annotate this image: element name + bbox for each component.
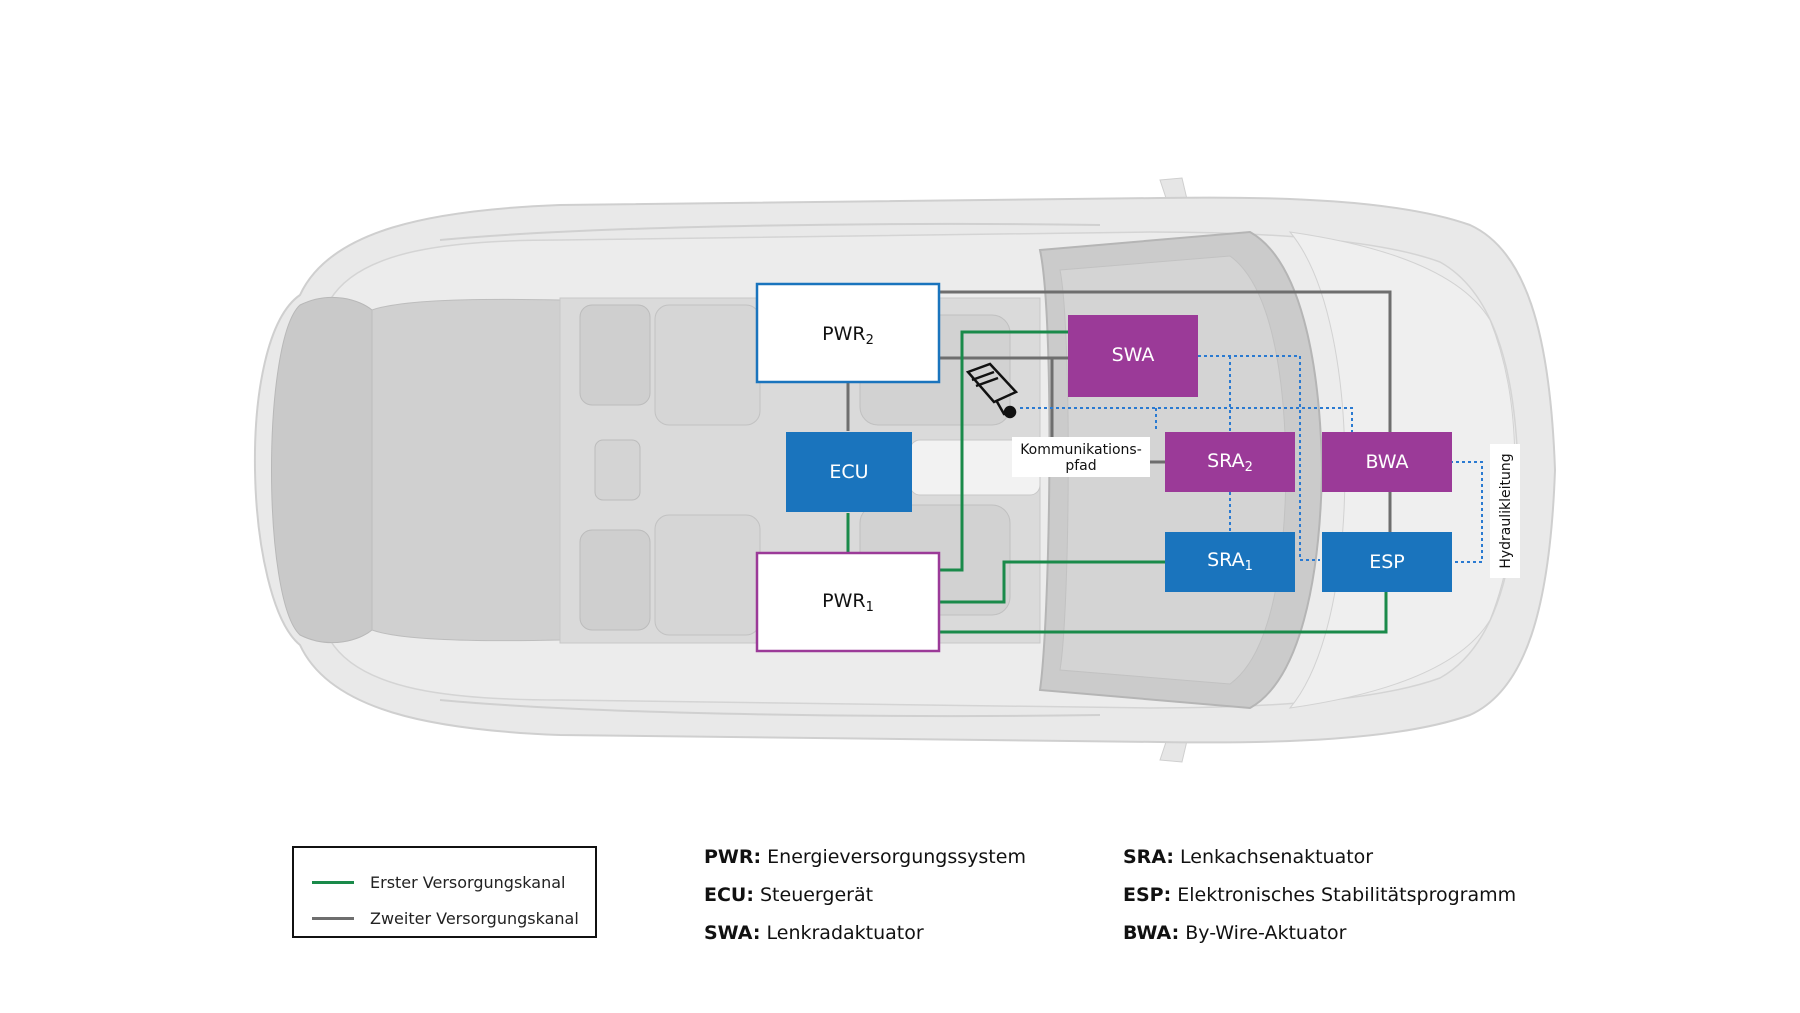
hydraulic-line-label: Hydraulikleitung <box>1490 444 1520 578</box>
abbreviation-text: Steuergerät <box>760 884 874 906</box>
abbreviation-swa: SWA: Lenkradaktuator <box>704 922 1026 960</box>
svg-text:PWR1: PWR1 <box>822 590 874 615</box>
abbreviation-text: By-Wire-Aktuator <box>1185 922 1347 944</box>
pwr2-box: PWR2 <box>755 282 941 384</box>
legend: Erster Versorgungskanal Zweiter Versorgu… <box>292 846 597 938</box>
abbreviations-column-2: SRA: Lenkachsenaktuator ESP: Elektronisc… <box>1123 846 1516 960</box>
sra2-box: SRA2 <box>1165 432 1295 492</box>
pwr1-label: PWR <box>822 590 865 612</box>
sra1-subscript: 1 <box>1245 559 1253 574</box>
abbreviation-ecu: ECU: Steuergerät <box>704 884 1026 922</box>
legend-first-label: Erster Versorgungskanal <box>370 872 566 892</box>
swa-box: SWA <box>1068 315 1198 397</box>
abbreviation-text: Elektronisches Stabilitätsprogramm <box>1177 884 1517 906</box>
ecu-box: ECU <box>786 432 912 512</box>
svg-text:SRA2: SRA2 <box>1207 450 1253 475</box>
abbreviation-text: Lenkachsenaktuator <box>1180 846 1374 868</box>
komm-line2: pfad <box>1065 458 1096 474</box>
communication-path-label: Kommunikations- pfad <box>1012 437 1150 477</box>
pwr1-box: PWR1 <box>755 551 941 653</box>
abbreviation-bwa: BWA: By-Wire-Aktuator <box>1123 922 1516 960</box>
sra1-box: SRA1 <box>1165 532 1295 592</box>
abbreviation-key: SRA: <box>1123 846 1174 868</box>
legend-second-channel: Zweiter Versorgungskanal <box>312 908 579 928</box>
abbreviation-key: SWA: <box>704 922 761 944</box>
first-supply-lines <box>846 330 1388 634</box>
esp-box: ESP <box>1322 532 1452 592</box>
abbreviation-esp: ESP: Elektronisches Stabilitätsprogramm <box>1123 884 1516 922</box>
abbreviation-sra: SRA: Lenkachsenaktuator <box>1123 846 1516 884</box>
pwr1-subscript: 1 <box>866 600 874 615</box>
komm-line1: Kommunikations- <box>1020 442 1142 458</box>
steering-wheel-icon <box>965 362 1019 419</box>
abbreviation-key: PWR: <box>704 846 762 868</box>
abbreviation-key: ESP: <box>1123 884 1172 906</box>
communication-path-lines <box>1020 355 1483 563</box>
sra2-subscript: 2 <box>1245 460 1253 475</box>
abbreviation-key: BWA: <box>1123 922 1180 944</box>
bwa-label: BWA <box>1365 451 1408 473</box>
svg-text:PWR2: PWR2 <box>822 323 874 348</box>
esp-label: ESP <box>1369 551 1405 573</box>
abbreviation-key: ECU: <box>704 884 754 906</box>
pwr2-subscript: 2 <box>866 333 874 348</box>
swa-label: SWA <box>1112 344 1155 366</box>
svg-text:SRA1: SRA1 <box>1207 549 1253 574</box>
pwr2-label: PWR <box>822 323 865 345</box>
abbreviation-text: Lenkradaktuator <box>766 922 924 944</box>
sra1-label: SRA <box>1207 549 1245 571</box>
abbreviation-text: Energieversorgungssystem <box>767 846 1026 868</box>
abbreviations-column-1: PWR: Energieversorgungssystem ECU: Steue… <box>704 846 1026 960</box>
hydraulik-text: Hydraulikleitung <box>1498 453 1514 568</box>
abbreviation-pwr: PWR: Energieversorgungssystem <box>704 846 1026 884</box>
legend-gray-line <box>312 916 354 920</box>
legend-first-channel: Erster Versorgungskanal <box>312 872 565 892</box>
legend-green-line <box>312 880 354 884</box>
bwa-box: BWA <box>1322 432 1452 492</box>
sra2-label: SRA <box>1207 450 1245 472</box>
ecu-label: ECU <box>829 461 868 483</box>
legend-second-label: Zweiter Versorgungskanal <box>370 908 579 928</box>
